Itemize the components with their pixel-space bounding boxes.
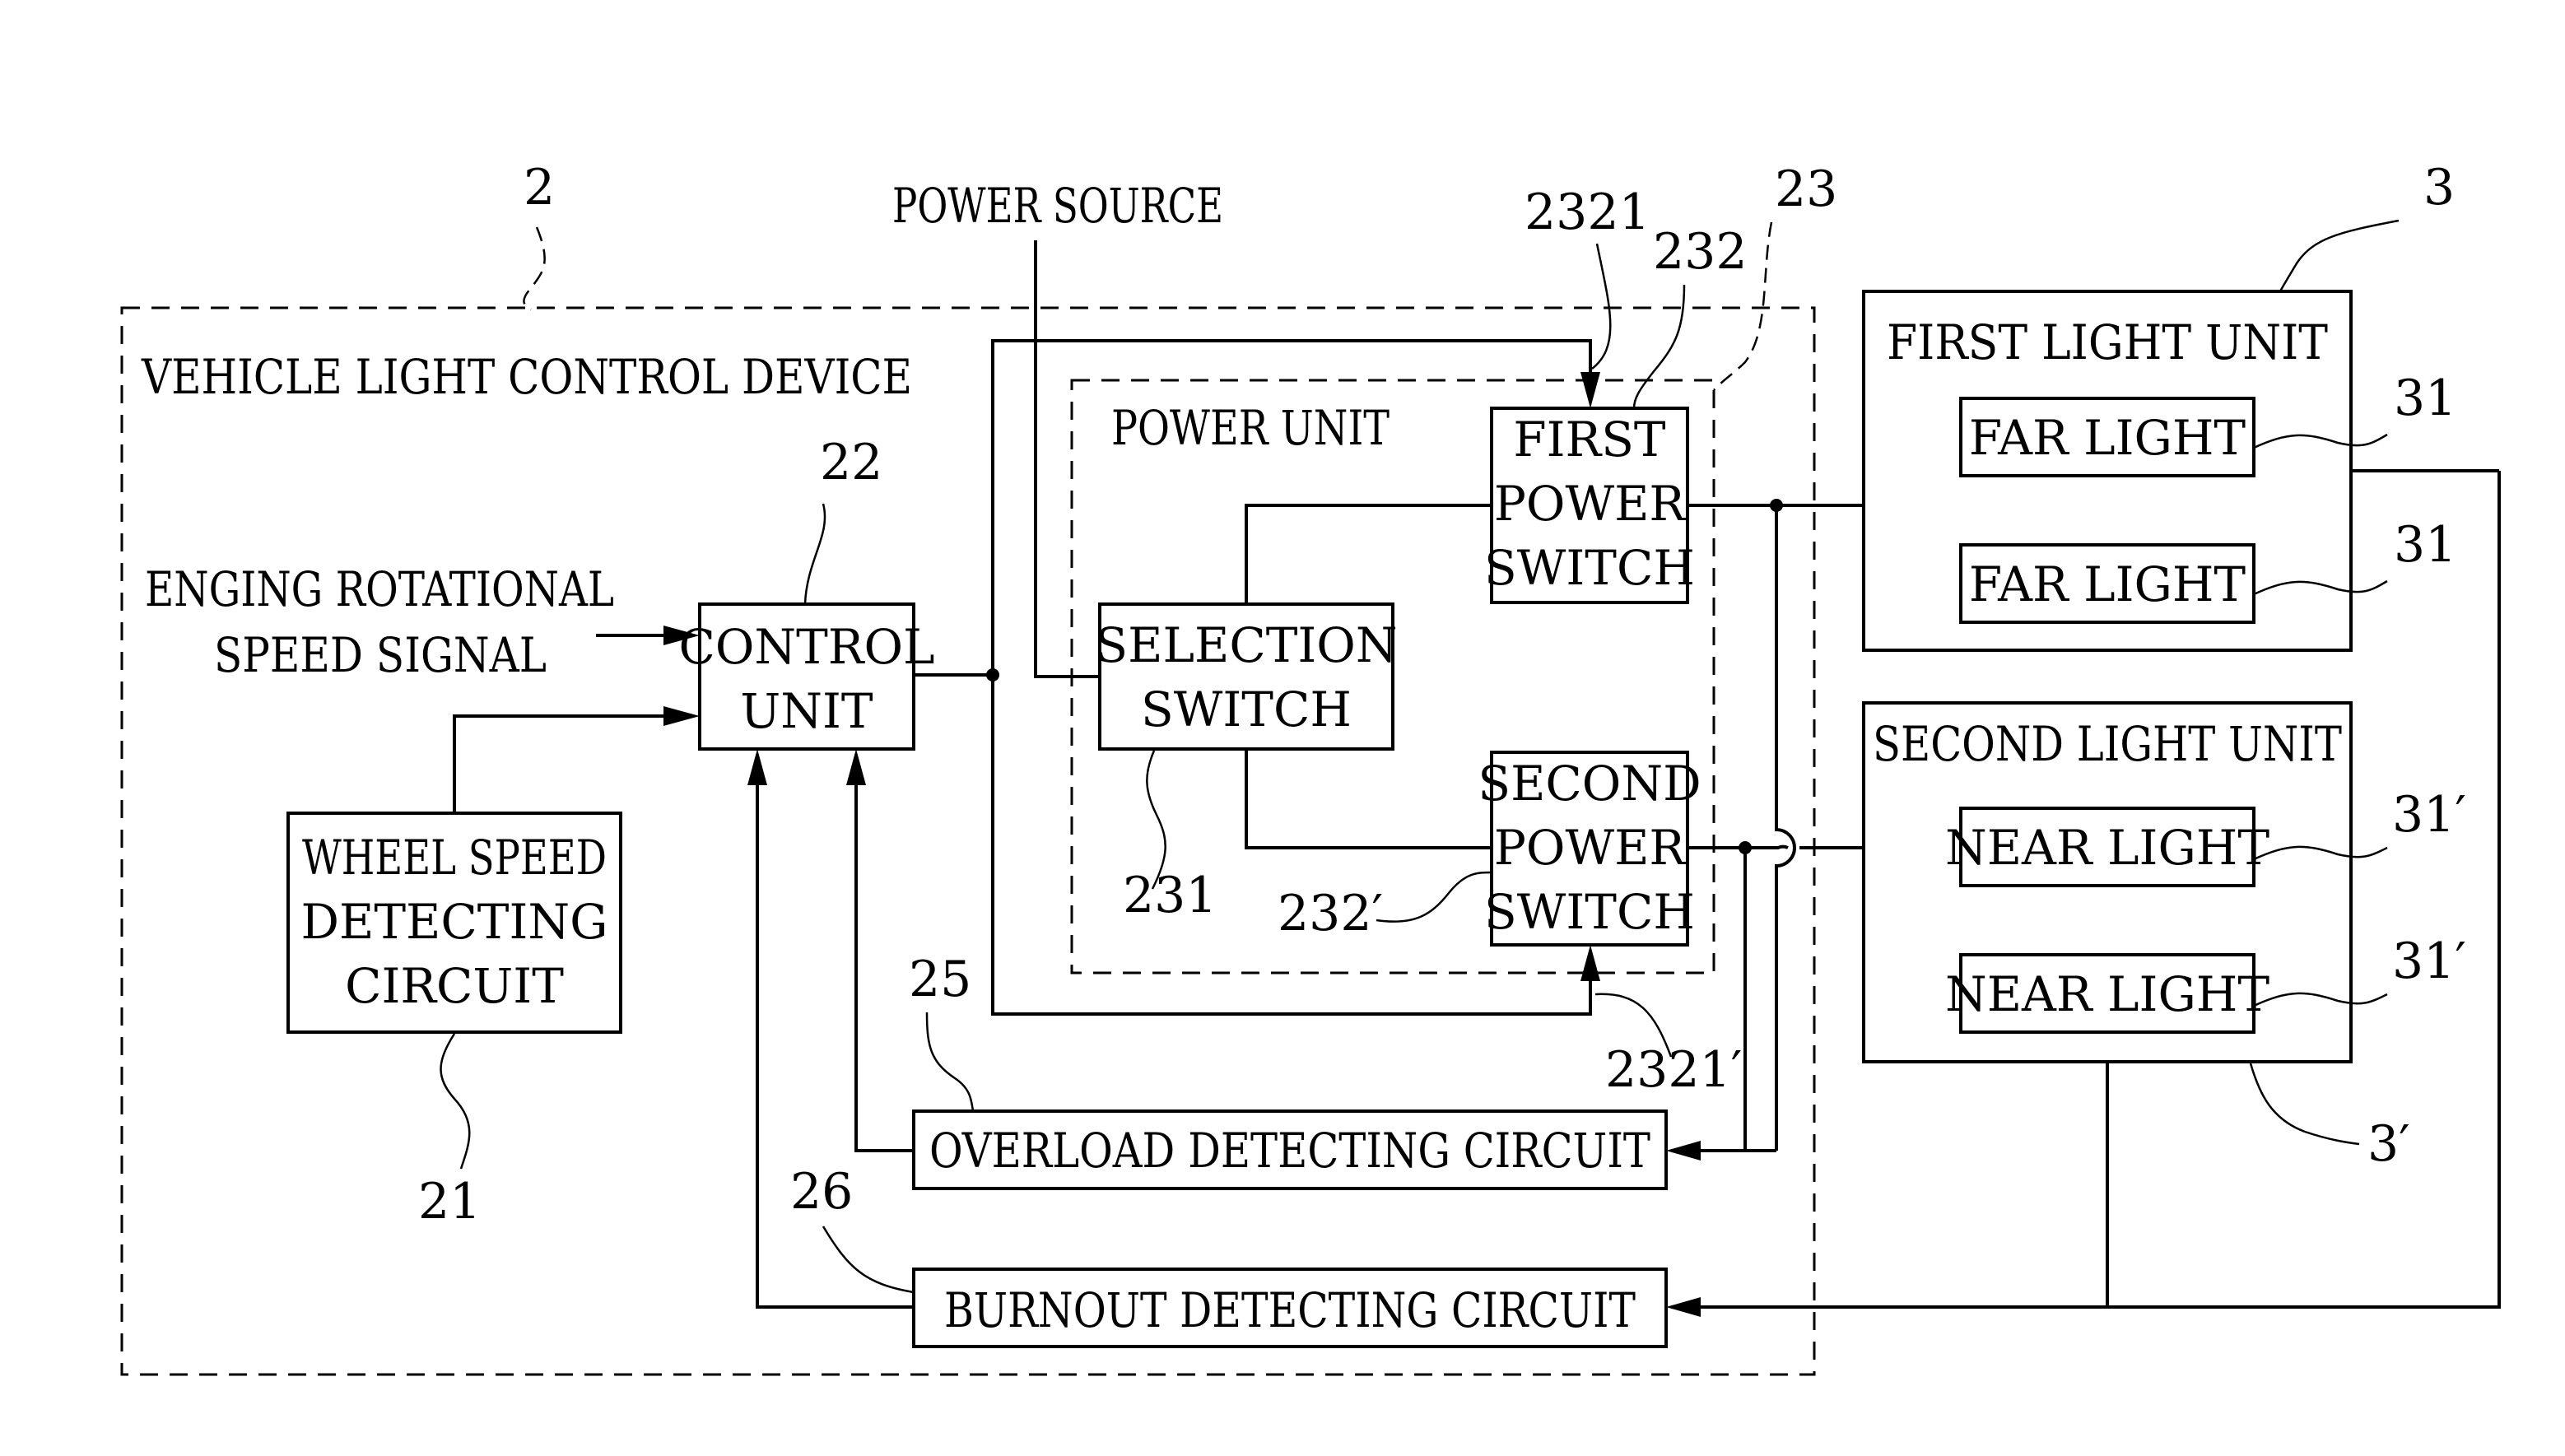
first-light-unit-title: FIRST LIGHT UNIT [1887,314,2328,370]
wheel-speed-ref: 21 [418,1173,481,1230]
wheel-speed-leader [441,1034,470,1169]
power-unit-ref: 23 [1775,160,1837,218]
first-light-unit-ref: 3 [2423,159,2455,216]
second-switch-input-ref: 2321′ [1605,1041,1742,1099]
selection-to-first-wire [1246,505,1492,604]
wheel-speed-wire [454,716,675,813]
burnout-circuit-ref: 26 [790,1163,853,1221]
wheel-speed-line2: DETECTING [301,894,608,950]
power-source-wire [1036,240,1100,677]
burnout-circuit-label: BURNOUT DETECTING CIRCUIT [944,1282,1636,1338]
overload-to-control-wire [856,777,914,1151]
overload-circuit-label: OVERLOAD DETECTING CIRCUIT [929,1123,1650,1179]
second-switch-control-arrow [1580,945,1600,981]
first-power-switch-line1: FIRST [1513,412,1666,468]
far-light-1-label: FAR LIGHT [1969,410,2246,466]
first-switch-input-leader [1592,244,1610,369]
burnout-to-control-arrow [747,749,767,785]
burnout-feed-arrow [1666,1297,1701,1317]
second-light-unit-ref: 3′ [2367,1115,2410,1173]
near-light-2-label: NEAR LIGHT [1945,966,2269,1022]
engine-signal-line1: ENGING ROTATIONAL [145,561,614,617]
control-unit-line2: UNIT [740,683,873,739]
first-output-drop-wire [1776,505,1795,1151]
selection-switch-ref: 231 [1123,867,1217,924]
near-light-2-ref: 31′ [2392,933,2466,990]
overload-circuit-leader [927,1012,973,1111]
device-ref: 2 [524,159,555,216]
overload-circuit-ref: 25 [909,951,971,1008]
second-power-switch-leader [1376,872,1492,922]
second-power-switch-line1: SECOND [1478,756,1701,812]
control-unit-leader [805,504,825,604]
first-light-unit-leader [2280,221,2399,291]
wheel-speed-arrow [663,706,700,726]
burnout-circuit-leader [823,1226,914,1292]
engine-signal-line2: SPEED SIGNAL [214,627,547,683]
burnout-to-control-wire [757,777,914,1307]
first-switch-control-arrow [1580,372,1600,408]
second-switch-output-wire [1688,847,1788,848]
near-light-1-label: NEAR LIGHT [1945,820,2269,876]
second-light-unit-title: SECOND LIGHT UNIT [1873,716,2342,772]
near-light-1-ref: 31′ [2392,786,2466,844]
control-unit-ref: 22 [820,434,882,491]
selection-switch-line1: SELECTION [1095,617,1397,673]
overload-feed-arrow [1666,1141,1701,1161]
selection-to-second-wire [1246,749,1492,848]
overload-to-control-arrow [846,749,866,785]
first-power-switch-line2: POWER [1494,476,1688,532]
control-unit-line1: CONTROL [678,619,934,675]
far-light-2-label: FAR LIGHT [1969,556,2246,612]
wheel-speed-line3: CIRCUIT [345,958,564,1014]
far-light-1-ref: 31 [2394,370,2456,427]
first-power-switch-leader [1634,285,1684,408]
second-power-switch-line2: POWER [1494,820,1688,876]
first-power-switch-ref: 232 [1653,223,1748,281]
first-switch-input-ref: 2321 [1525,184,1650,241]
selection-switch-line2: SWITCH [1141,681,1352,737]
first-power-switch-line3: SWITCH [1484,540,1695,596]
second-power-switch-ref: 232′ [1278,885,1383,942]
second-power-switch-line3: SWITCH [1484,884,1695,940]
power-unit-title: POWER UNIT [1111,400,1390,456]
power-source-label: POWER SOURCE [892,178,1223,234]
second-light-unit-leader [2251,1063,2359,1144]
far-light-2-ref: 31 [2394,516,2456,574]
device-ref-leader [524,227,544,309]
wheel-speed-line1: WHEEL SPEED [302,830,607,886]
device-title: VEHICLE LIGHT CONTROL DEVICE [141,349,912,405]
